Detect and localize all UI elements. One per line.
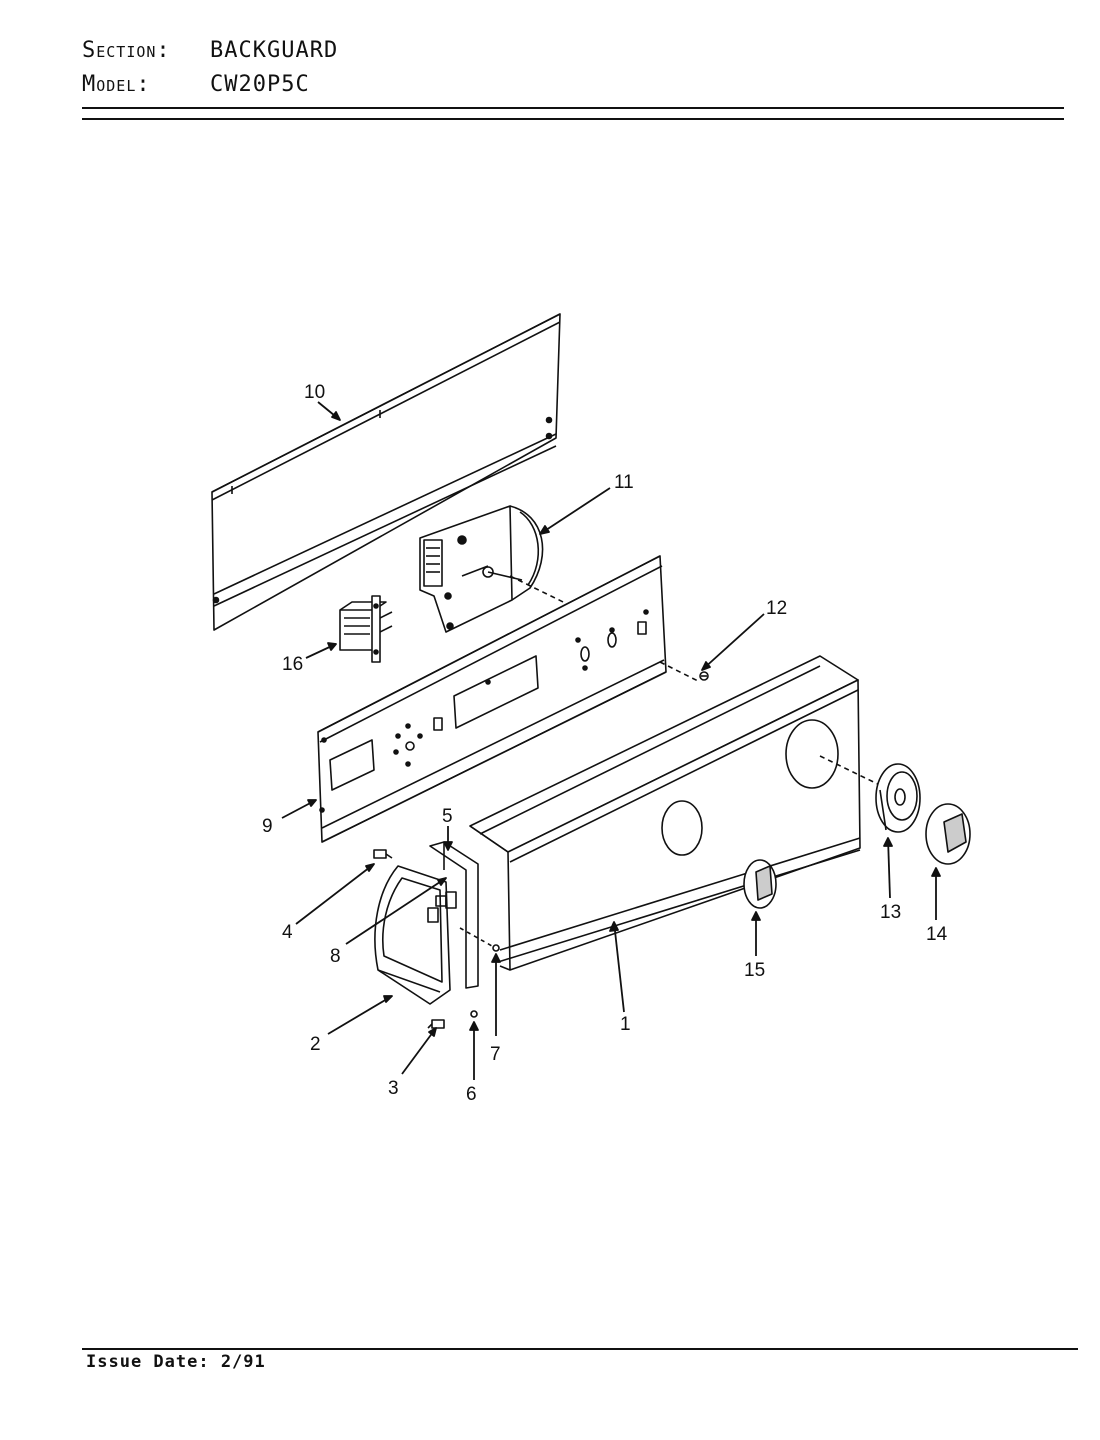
callout-9: 9 — [262, 816, 273, 837]
section-value: BACKGUARD — [210, 38, 339, 63]
footer-rule — [82, 1348, 1078, 1350]
callout-11: 11 — [614, 472, 634, 493]
callout-14: 14 — [926, 924, 948, 945]
section-key: Section: — [82, 38, 171, 63]
part-4-clip — [373, 849, 393, 859]
part-2-lens — [374, 865, 451, 1005]
header-rule-top — [82, 107, 1064, 109]
callout-4: 4 — [282, 922, 293, 943]
part-7-screw — [459, 927, 500, 952]
callout-8: 8 — [330, 946, 341, 967]
callout-15: 15 — [744, 960, 765, 981]
part-3-clip — [427, 1019, 445, 1029]
header-rule-bottom — [82, 118, 1064, 120]
model-key: Model: — [82, 72, 151, 97]
callout-5: 5 — [442, 806, 453, 827]
part-6-screw — [470, 1010, 478, 1018]
section-row: Section: BACKGUARD — [82, 38, 338, 63]
issue-date: Issue Date: 2/91 — [86, 1352, 266, 1372]
part-13-knob-skirt — [875, 763, 921, 833]
callout-3: 3 — [388, 1078, 399, 1099]
part-10-rear-cover — [211, 313, 561, 631]
callout-16: 16 — [282, 654, 303, 675]
model-row: Model: CW20P5C — [82, 72, 310, 97]
part-16-switch — [339, 595, 393, 663]
part-14-knob — [925, 803, 971, 865]
model-value: CW20P5C — [210, 72, 310, 97]
part-12-screw — [699, 671, 709, 681]
callout-2: 2 — [310, 1034, 321, 1055]
part-1-console — [469, 655, 891, 971]
callout-1: 1 — [620, 1014, 631, 1035]
callout-7: 7 — [490, 1044, 501, 1065]
callout-12: 12 — [766, 598, 787, 619]
part-9-control-panel — [317, 555, 701, 843]
callout-6: 6 — [466, 1084, 477, 1105]
callout-10: 10 — [304, 382, 325, 403]
callout-labels: 1 2 3 4 5 6 7 8 9 10 11 12 13 14 15 16 — [262, 382, 948, 1105]
part-15-knob — [743, 859, 777, 909]
leader-lines — [281, 401, 941, 1080]
callout-13: 13 — [880, 902, 901, 923]
